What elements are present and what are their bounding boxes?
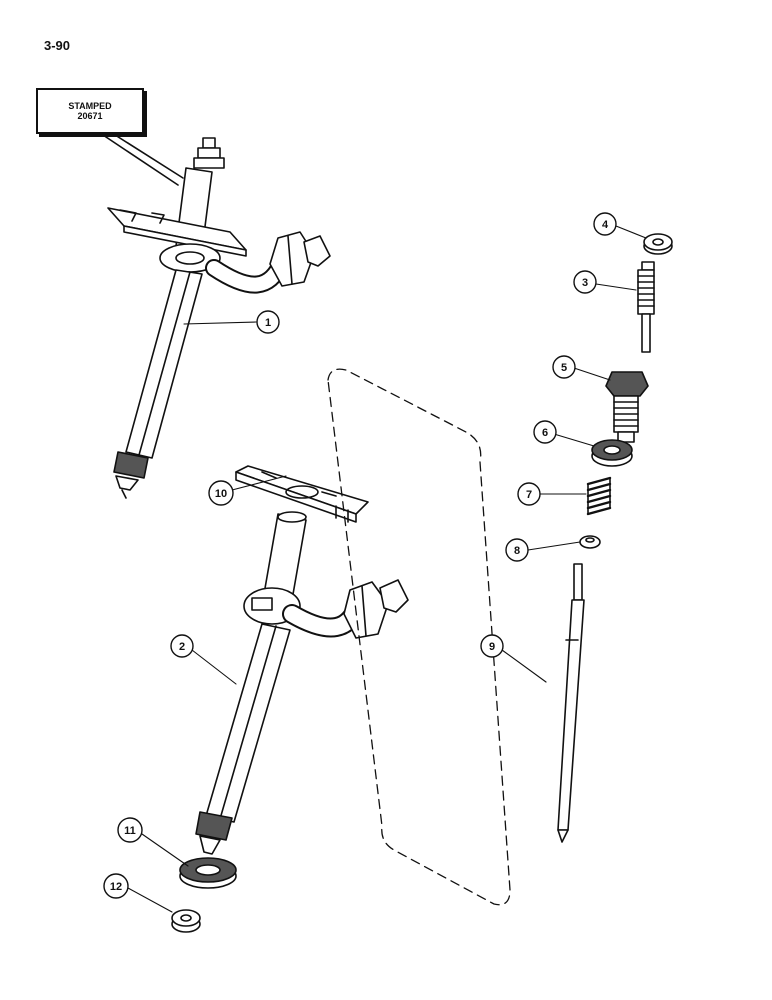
stamp-label-line2: 20671 [77,111,103,121]
injector-1 [107,137,331,499]
callout-8: 8 [505,538,529,562]
callout-6-label: 6 [542,427,548,439]
callout-4-label: 4 [602,219,609,231]
callouts: 1 2 3 4 5 6 7 8 9 10 11 12 [103,212,617,899]
assembly-boundary [327,368,511,906]
stamp-label-box: STAMPED 20671 [36,88,144,134]
callout-10-label: 10 [215,488,227,500]
callout-10: 10 [208,480,234,506]
callout-4: 4 [593,212,617,236]
callout-9-label: 9 [489,641,495,653]
part-12-washer [171,909,201,933]
part-4-nut [643,233,673,255]
callout-1: 1 [256,310,280,334]
callout-1-label: 1 [265,317,271,329]
part-3-pin [637,261,655,353]
part-11-washer [179,857,237,889]
callout-11-label: 11 [124,825,136,837]
page-number: 3-90 [44,38,71,53]
callout-3: 3 [573,270,597,294]
stamp-leader [99,132,184,186]
callout-2: 2 [170,634,194,658]
callout-9: 9 [480,634,504,658]
part-7-spring [586,476,612,516]
callout-2-label: 2 [179,641,185,653]
part-9-spindle [557,563,585,843]
callout-7-label: 7 [526,489,532,501]
callout-5: 5 [552,355,576,379]
callout-12: 12 [103,873,129,899]
part-6-locknut [591,439,633,467]
callout-8-label: 8 [514,545,520,557]
callout-5-label: 5 [561,362,567,374]
callout-12-label: 12 [110,881,122,893]
injector-2 [195,465,409,855]
callout-7: 7 [517,482,541,506]
leader-lines [127,225,647,913]
callout-11: 11 [117,817,143,843]
part-8-seat [579,535,601,549]
callout-3-label: 3 [582,277,588,289]
part-5-screw [605,371,649,443]
stamp-label-line1: STAMPED [68,101,112,111]
callout-6: 6 [533,420,557,444]
